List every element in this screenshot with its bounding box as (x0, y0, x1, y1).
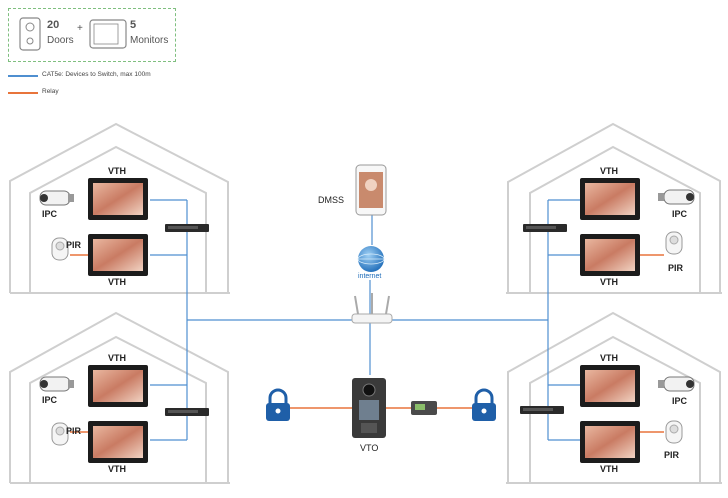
vth-label: VTH (108, 277, 126, 287)
monitors-label: Monitors (130, 35, 169, 46)
plus-sign: + (77, 23, 83, 34)
vth-monitor (580, 234, 640, 276)
door-station-icon (19, 17, 41, 51)
network-switch (523, 224, 567, 232)
vto-label: VTO (360, 443, 379, 453)
lock-icon (472, 388, 496, 421)
dmss-label: DMSS (318, 195, 345, 205)
system-capacity-box: 20 Doors + 5 Monitors (8, 8, 176, 62)
doors-count: 20 (47, 19, 60, 31)
legend-network-label: CAT5e: Devices to Switch, max 100m (42, 71, 151, 78)
network-switch (165, 408, 209, 416)
legend-relay-label: Relay (42, 88, 59, 95)
ipc-label: IPC (42, 395, 58, 405)
pir-label: PIR (66, 240, 82, 250)
lock-icon (266, 388, 290, 421)
house-bottom-right (506, 311, 722, 484)
vth-label: VTH (600, 277, 618, 287)
pir-label: PIR (66, 426, 82, 436)
ipc-camera-icon (39, 190, 74, 206)
vth-monitor (88, 178, 148, 220)
router-icon (351, 293, 393, 324)
ipc-camera-icon (39, 376, 74, 392)
vth-label: VTH (600, 353, 618, 363)
internet-globe-icon (357, 246, 385, 272)
house-bottom-left (9, 311, 230, 484)
ipc-label: IPC (672, 209, 688, 219)
ipc-camera-icon (658, 189, 695, 205)
vth-label: VTH (108, 166, 126, 176)
access-controller-icon (411, 401, 437, 415)
network-switch (520, 406, 564, 414)
legend-network-swatch (8, 75, 38, 77)
vto-door-station-icon (352, 378, 386, 438)
smartphone-icon (355, 164, 387, 216)
relay-lines (70, 254, 664, 433)
pir-sensor-icon (665, 231, 683, 255)
ipc-label: IPC (672, 396, 688, 406)
pir-label: PIR (664, 450, 680, 460)
vth-monitor (580, 178, 640, 220)
monitors-count: 5 (130, 19, 137, 31)
ipc-label: IPC (42, 209, 58, 219)
pir-label: PIR (668, 263, 684, 273)
vth-monitor (580, 421, 640, 463)
pir-sensor-icon (51, 237, 69, 261)
internet-label: internet (358, 273, 382, 280)
vth-label: VTH (108, 464, 126, 474)
vth-label: VTH (600, 166, 618, 176)
network-switch (165, 224, 209, 232)
monitor-icon (89, 19, 127, 49)
doors-label: Doors (47, 35, 74, 46)
ipc-camera-icon (658, 376, 695, 392)
vth-monitor (88, 421, 148, 463)
pir-sensor-icon (51, 422, 69, 446)
vth-monitor (88, 234, 148, 276)
legend-relay-swatch (8, 92, 38, 94)
pir-sensor-icon (665, 420, 683, 444)
vth-label: VTH (108, 353, 126, 363)
vth-label: VTH (600, 464, 618, 474)
vth-monitor (88, 365, 148, 407)
vth-monitor (580, 365, 640, 407)
